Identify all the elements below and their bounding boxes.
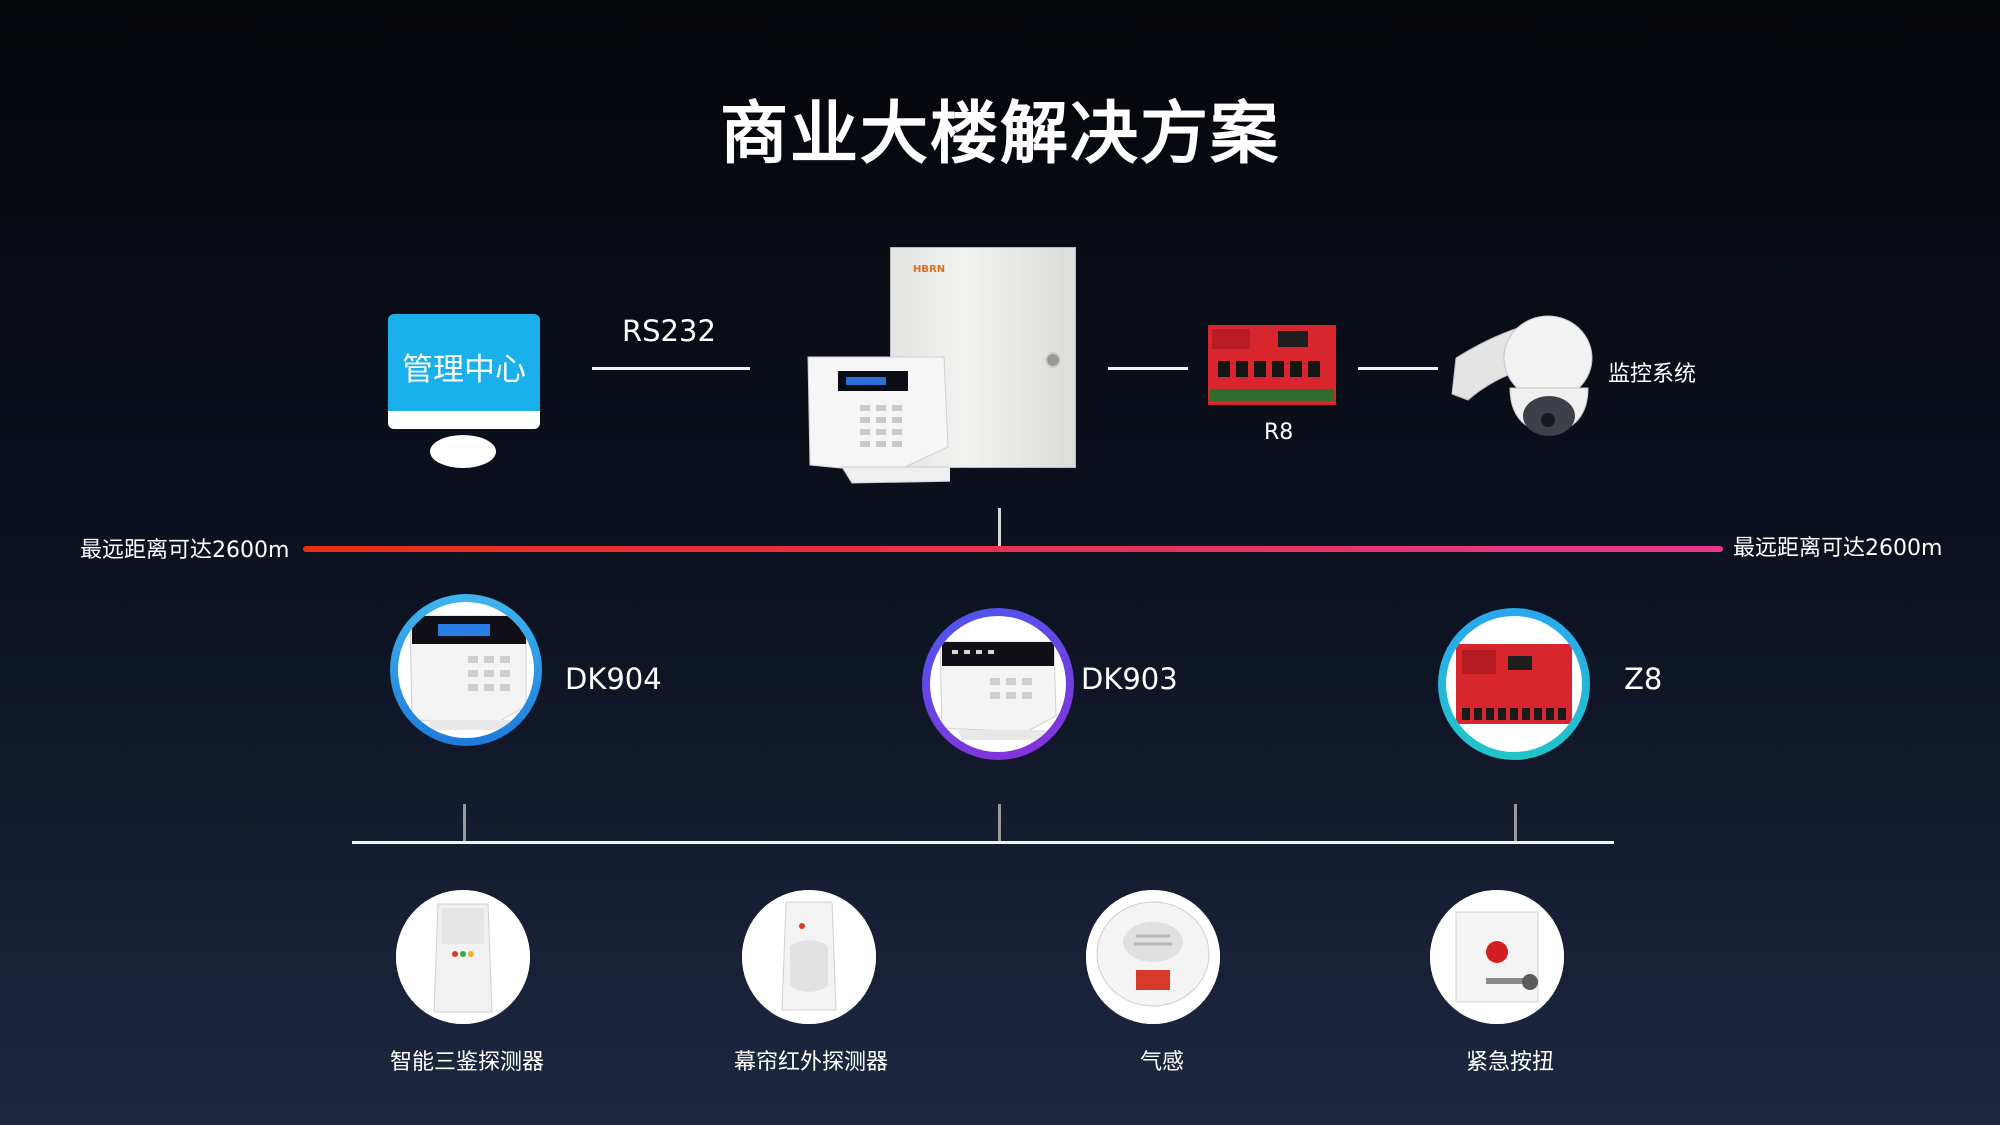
- monitoring-label: 监控系统: [1608, 362, 1697, 387]
- management-center-label: 管理中心: [402, 352, 526, 388]
- bus-distance-right: 最远距离可达2600m: [1733, 536, 1943, 561]
- monitor-icon: [388, 314, 540, 411]
- bus-line: [303, 546, 1723, 552]
- dual-tech-detector-icon: [396, 890, 530, 1024]
- gas-detector-icon: [1086, 890, 1220, 1024]
- detector-gas-label: 气感: [1140, 1050, 1185, 1075]
- management-center-monitor: 管理中心: [388, 314, 540, 474]
- keypad-icon: [939, 641, 1060, 740]
- dk903-image: [930, 616, 1066, 752]
- dk904-image: [398, 602, 534, 738]
- dk904-ring: [390, 594, 542, 746]
- z8-ring: [1438, 608, 1590, 760]
- monitor-bezel: [388, 411, 540, 429]
- dome-camera: [1448, 308, 1596, 444]
- z8-image: [1446, 616, 1582, 752]
- host-keypad: [802, 355, 950, 487]
- z8-label: Z8: [1624, 662, 1663, 696]
- dk904-drop-line: [463, 804, 466, 842]
- rs232-label: RS232: [622, 314, 716, 348]
- cabinet-lock-icon: [1045, 352, 1061, 368]
- detector-panic-button-label: 紧急按扭: [1466, 1050, 1555, 1075]
- detector-curtain-pir: [742, 890, 876, 1024]
- z8-board-icon: [1456, 644, 1572, 724]
- detector-panic-button: [1430, 890, 1564, 1024]
- z8-drop-line: [1514, 804, 1517, 842]
- r8-camera-link-line: [1358, 367, 1438, 370]
- curtain-pir-icon: [742, 890, 876, 1024]
- detector-bus-line: [352, 841, 1614, 844]
- dk903-label: DK903: [1081, 662, 1178, 696]
- panic-button-icon: [1430, 890, 1564, 1024]
- host-bus-drop-line: [998, 508, 1001, 546]
- r8-relay-board: [1208, 325, 1336, 405]
- bus-distance-left: 最远距离可达2600m: [80, 538, 290, 563]
- detector-dual-tech-label: 智能三鉴探测器: [390, 1050, 545, 1075]
- r8-board-icon: [1208, 325, 1336, 405]
- host-keypad-icon: [807, 356, 950, 484]
- keypad-icon: [409, 615, 532, 730]
- rs232-link-line: [592, 367, 750, 370]
- detector-dual-tech: [396, 890, 530, 1024]
- dk903-drop-line: [998, 804, 1001, 842]
- dk903-ring: [922, 608, 1074, 760]
- host-r8-link-line: [1108, 367, 1188, 370]
- dome-camera-icon: [1451, 315, 1593, 436]
- page-title: 商业大楼解决方案: [719, 95, 1280, 174]
- r8-label: R8: [1264, 420, 1294, 445]
- detector-curtain-pir-label: 幕帘红外探测器: [734, 1050, 889, 1075]
- detector-gas: [1086, 890, 1220, 1024]
- monitor-stand: [430, 435, 496, 468]
- cabinet-brand-logo: HBRN: [913, 264, 946, 275]
- dk904-label: DK904: [565, 662, 662, 696]
